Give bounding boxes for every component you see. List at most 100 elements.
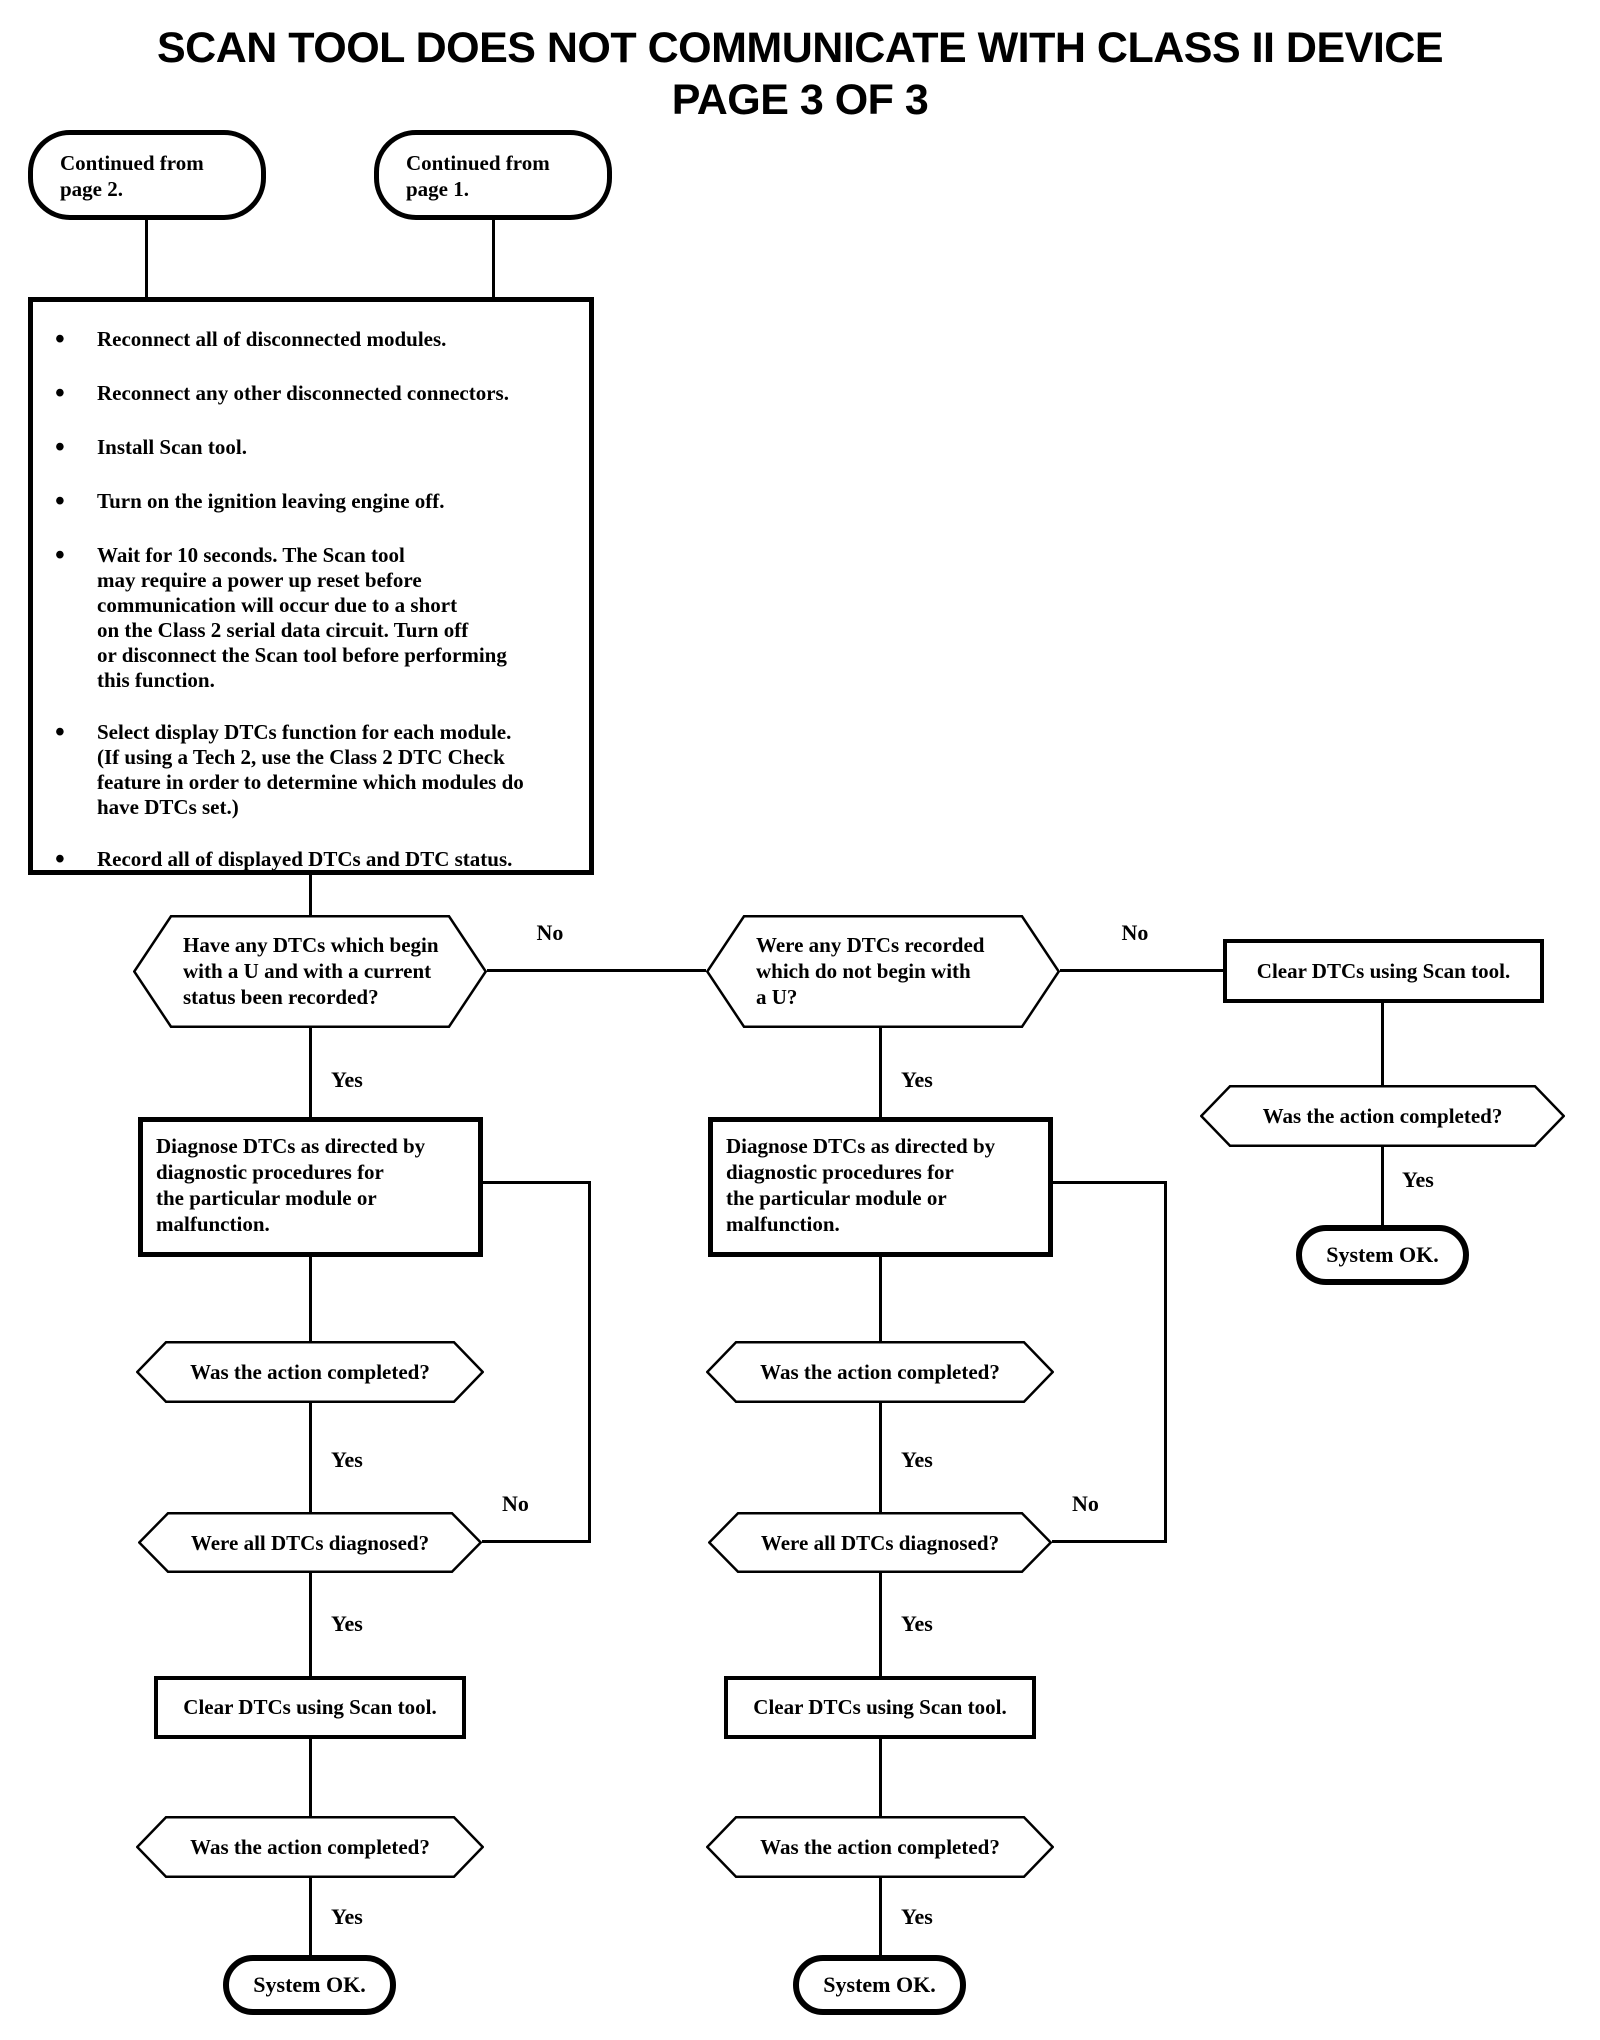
connector-diagnose-to-action-left	[309, 1257, 312, 1341]
connector-clear-to-action-middle	[879, 1739, 882, 1816]
edge-yes-diagnosed-to-clear-left	[309, 1573, 312, 1676]
process-clear-dtcs-left: Clear DTCs using Scan tool.	[154, 1676, 466, 1739]
edge-yes-action-to-ok-left	[309, 1878, 312, 1955]
loop-top-left	[483, 1181, 591, 1184]
terminator-system-ok-right: System OK.	[1296, 1225, 1469, 1285]
decision-action-completed-middle-2-label: Was the action completed?	[760, 1835, 1000, 1859]
bullet-icon	[55, 720, 97, 820]
decision-action-completed-right-label: Was the action completed?	[1262, 1104, 1503, 1128]
process-diagnose-dtcs-middle: Diagnose DTCs as directed by diagnostic …	[708, 1117, 1053, 1257]
decision-dtc-u-current-label: Have any DTCs which begin with a U and w…	[183, 933, 439, 1009]
bullet-icon	[55, 327, 97, 354]
decision-action-completed-left-1-label: Was the action completed?	[190, 1360, 430, 1384]
list-item: Select display DTCs function for each mo…	[55, 720, 577, 820]
connector-actions-to-decision1	[309, 875, 312, 915]
decision-action-completed-middle-2: Was the action completed?	[706, 1816, 1054, 1878]
process-clear-dtcs-middle-label: Clear DTCs using Scan tool.	[753, 1695, 1007, 1719]
setup-step-7: Record all of displayed DTCs and DTC sta…	[97, 847, 513, 871]
edge-label-no: No	[502, 1491, 529, 1516]
edge-label-yes: Yes	[901, 1904, 933, 1929]
loop-bottom-middle	[1052, 1540, 1167, 1543]
process-diagnose-dtcs-middle-label: Diagnose DTCs as directed by diagnostic …	[726, 1134, 996, 1236]
edge-label-no: No	[1121, 920, 1149, 945]
decision-all-dtcs-diagnosed-left-label: Were all DTCs diagnosed?	[190, 1530, 430, 1555]
edge-label-yes: Yes	[901, 1447, 933, 1472]
edge-yes-d2-to-diagnose	[879, 1028, 882, 1117]
list-item: Turn on the ignition leaving engine off.	[55, 489, 577, 516]
bullet-icon	[55, 435, 97, 462]
decision-all-dtcs-diagnosed-left: Were all DTCs diagnosed?	[138, 1512, 482, 1573]
terminator-continued-from-page-1-label: Continued from page 1.	[406, 151, 550, 201]
connector-clear-to-action-right	[1381, 1003, 1384, 1085]
terminator-system-ok-middle-label: System OK.	[823, 1972, 936, 1997]
edge-label-no: No	[1072, 1491, 1099, 1516]
process-diagnose-dtcs-left: Diagnose DTCs as directed by diagnostic …	[138, 1117, 483, 1257]
connector-clear-to-action-left	[309, 1739, 312, 1816]
process-diagnose-dtcs-left-label: Diagnose DTCs as directed by diagnostic …	[156, 1134, 426, 1236]
bullet-icon	[55, 543, 97, 693]
setup-step-4: Turn on the ignition leaving engine off.	[97, 489, 445, 513]
bullet-icon	[55, 489, 97, 516]
decision-action-completed-middle-1-label: Was the action completed?	[760, 1360, 1000, 1384]
edge-no-d2-to-clear	[1060, 969, 1223, 972]
terminator-continued-from-page-2: Continued from page 2.	[28, 130, 266, 220]
terminator-system-ok-middle: System OK.	[793, 1955, 966, 2015]
page-title-line1: SCAN TOOL DOES NOT COMMUNICATE WITH CLAS…	[156, 24, 1444, 72]
terminator-continued-from-page-2-label: Continued from page 2.	[60, 151, 204, 201]
terminator-system-ok-right-label: System OK.	[1326, 1242, 1439, 1267]
edge-yes-action-to-diagnosed-middle	[879, 1403, 882, 1512]
terminator-system-ok-left-label: System OK.	[253, 1972, 366, 1997]
decision-action-completed-middle-1: Was the action completed?	[706, 1341, 1054, 1403]
loop-vertical-middle	[1164, 1181, 1167, 1543]
loop-bottom-left	[482, 1540, 591, 1543]
process-clear-dtcs-middle: Clear DTCs using Scan tool.	[724, 1676, 1036, 1739]
decision-dtc-not-u: Were any DTCs recorded which do not begi…	[706, 915, 1060, 1028]
setup-step-6: Select display DTCs function for each mo…	[97, 720, 524, 819]
edge-yes-action-to-diagnosed-left	[309, 1403, 312, 1512]
bullet-icon	[55, 381, 97, 408]
decision-action-completed-left-2: Was the action completed?	[136, 1816, 484, 1878]
decision-action-completed-left-1: Was the action completed?	[136, 1341, 484, 1403]
decision-action-completed-right: Was the action completed?	[1200, 1085, 1565, 1147]
edge-label-yes: Yes	[1402, 1167, 1434, 1192]
edge-no-d1-to-d2	[487, 969, 706, 972]
decision-action-completed-left-2-label: Was the action completed?	[190, 1835, 430, 1859]
edge-label-yes: Yes	[331, 1067, 363, 1092]
list-item: Record all of displayed DTCs and DTC sta…	[55, 847, 577, 874]
decision-dtc-u-current: Have any DTCs which begin with a U and w…	[133, 915, 487, 1028]
connector-page2-to-actions	[145, 220, 148, 298]
process-clear-dtcs-right: Clear DTCs using Scan tool.	[1223, 939, 1544, 1003]
decision-all-dtcs-diagnosed-middle-label: Were all DTCs diagnosed?	[760, 1530, 1000, 1555]
terminator-system-ok-left: System OK.	[223, 1955, 396, 2015]
edge-yes-action-to-ok-middle	[879, 1878, 882, 1955]
terminator-continued-from-page-1: Continued from page 1.	[374, 130, 612, 220]
list-item: Reconnect all of disconnected modules.	[55, 327, 577, 354]
edge-label-yes: Yes	[331, 1447, 363, 1472]
edge-label-yes: Yes	[331, 1611, 363, 1636]
setup-step-1: Reconnect all of disconnected modules.	[97, 327, 447, 351]
edge-label-yes: Yes	[331, 1904, 363, 1929]
decision-dtc-not-u-label: Were any DTCs recorded which do not begi…	[756, 933, 985, 1009]
list-item: Wait for 10 seconds. The Scan tool may r…	[55, 543, 577, 693]
bullet-icon	[55, 847, 97, 874]
setup-step-3: Install Scan tool.	[97, 435, 247, 459]
connector-diagnose-to-action-middle	[879, 1257, 882, 1341]
list-item: Install Scan tool.	[55, 435, 577, 462]
loop-top-middle	[1053, 1181, 1167, 1184]
edge-yes-d1-to-diagnose	[309, 1028, 312, 1117]
loop-vertical-left	[588, 1181, 591, 1543]
setup-actions-box: Reconnect all of disconnected modules. R…	[28, 297, 594, 875]
connector-page1-to-actions	[492, 220, 495, 298]
list-item: Reconnect any other disconnected connect…	[55, 381, 577, 408]
edge-label-yes: Yes	[901, 1611, 933, 1636]
connector-action-to-ok-right	[1381, 1147, 1384, 1225]
setup-step-2: Reconnect any other disconnected connect…	[97, 381, 509, 405]
setup-step-5: Wait for 10 seconds. The Scan tool may r…	[97, 543, 507, 692]
process-clear-dtcs-right-label: Clear DTCs using Scan tool.	[1256, 958, 1511, 983]
decision-all-dtcs-diagnosed-middle: Were all DTCs diagnosed?	[708, 1512, 1052, 1573]
edge-label-no: No	[536, 920, 564, 945]
process-clear-dtcs-left-label: Clear DTCs using Scan tool.	[183, 1695, 437, 1719]
edge-yes-diagnosed-to-clear-middle	[879, 1573, 882, 1676]
edge-label-yes: Yes	[901, 1067, 933, 1092]
